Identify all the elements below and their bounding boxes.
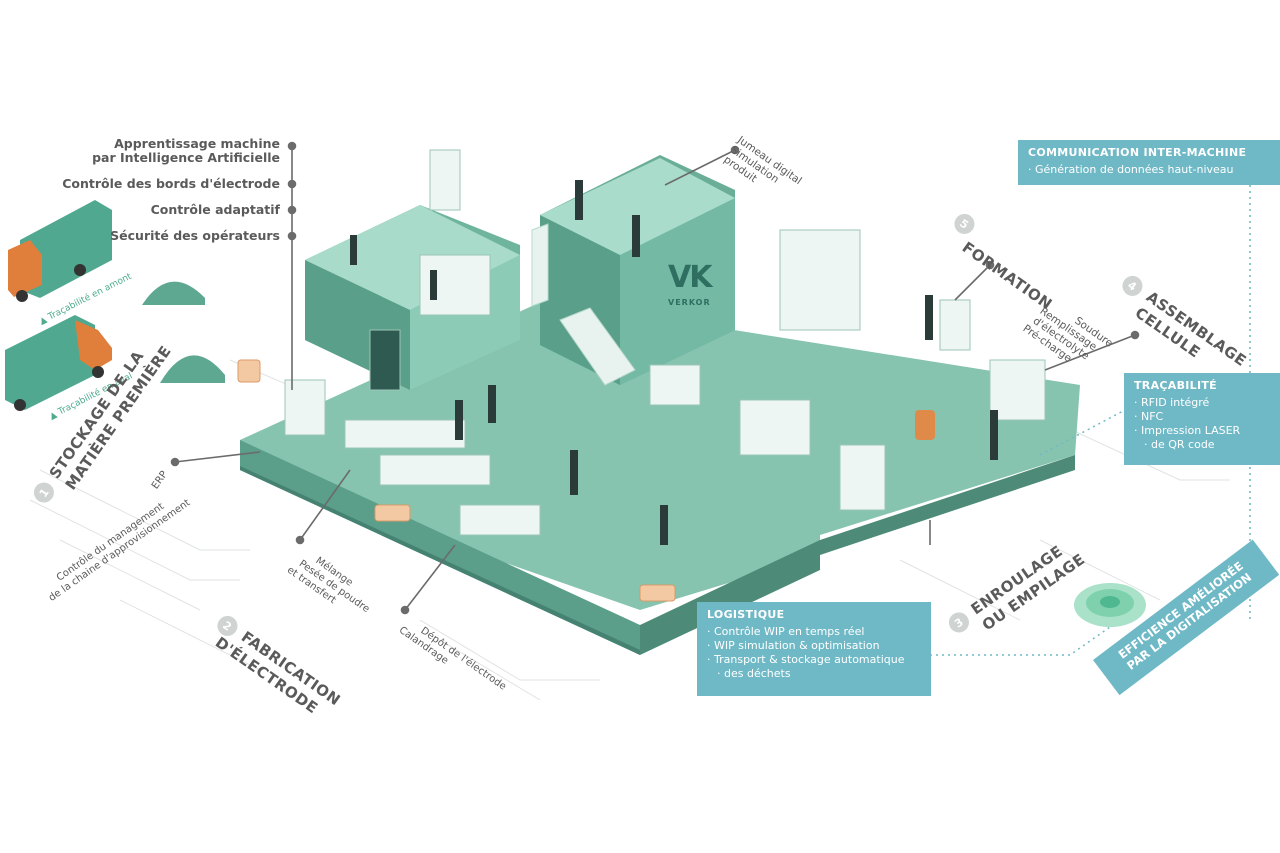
box-traceability-item: de QR code [1134,438,1270,452]
box-communication-title: COMMUNICATION INTER-MACHINE [1028,146,1247,159]
box-traceability-title: TRAÇABILITÉ [1134,379,1217,392]
robot-arm [915,410,935,440]
logo-mark: VK [668,260,712,295]
truck-bottom [5,315,112,411]
box-traceability-item: NFC [1134,410,1270,424]
box-logistics-item: des déchets [707,667,921,681]
material-piles [142,281,225,383]
box-communication: COMMUNICATION INTER-MACHINE Génération d… [1018,140,1280,185]
box-logistics-title: LOGISTIQUE [707,608,785,621]
box-traceability-item: RFID intégré [1134,396,1270,410]
label-adaptive-control: Contrôle adaptatif [150,202,280,217]
box-traceability: TRAÇABILITÉ RFID intégré NFC Impression … [1124,373,1280,465]
truck-top [8,200,112,302]
verkor-logo: VK [668,260,712,295]
box-traceability-item: Impression LASER [1134,424,1270,438]
staircase [531,223,636,386]
label-ml-line2: par Intelligence Artificielle [92,150,280,165]
efficiency-disc [1074,583,1146,627]
workers [350,180,998,545]
circuit-lines [29,359,1230,701]
platform [240,300,1080,655]
agv-robots [237,359,676,602]
upper-tower-left [305,205,520,390]
label-ml-line1: Apprentissage machine [114,136,280,151]
box-communication-item: Génération de données haut-niveau [1028,163,1270,177]
box-logistics-item: Transport & stockage automatique [707,653,921,667]
box-logistics-item: Contrôle WIP en temps réel [707,625,921,639]
box-logistics: LOGISTIQUE Contrôle WIP en temps réel WI… [697,602,931,696]
leader-lines [170,141,1140,615]
verkor-logo-text: VERKOR [668,298,711,307]
label-electrode-edges: Contrôle des bords d'électrode [62,176,280,191]
label-operator-safety: Sécurité des opérateurs [110,228,280,243]
box-logistics-item: WIP simulation & optimisation [707,639,921,653]
